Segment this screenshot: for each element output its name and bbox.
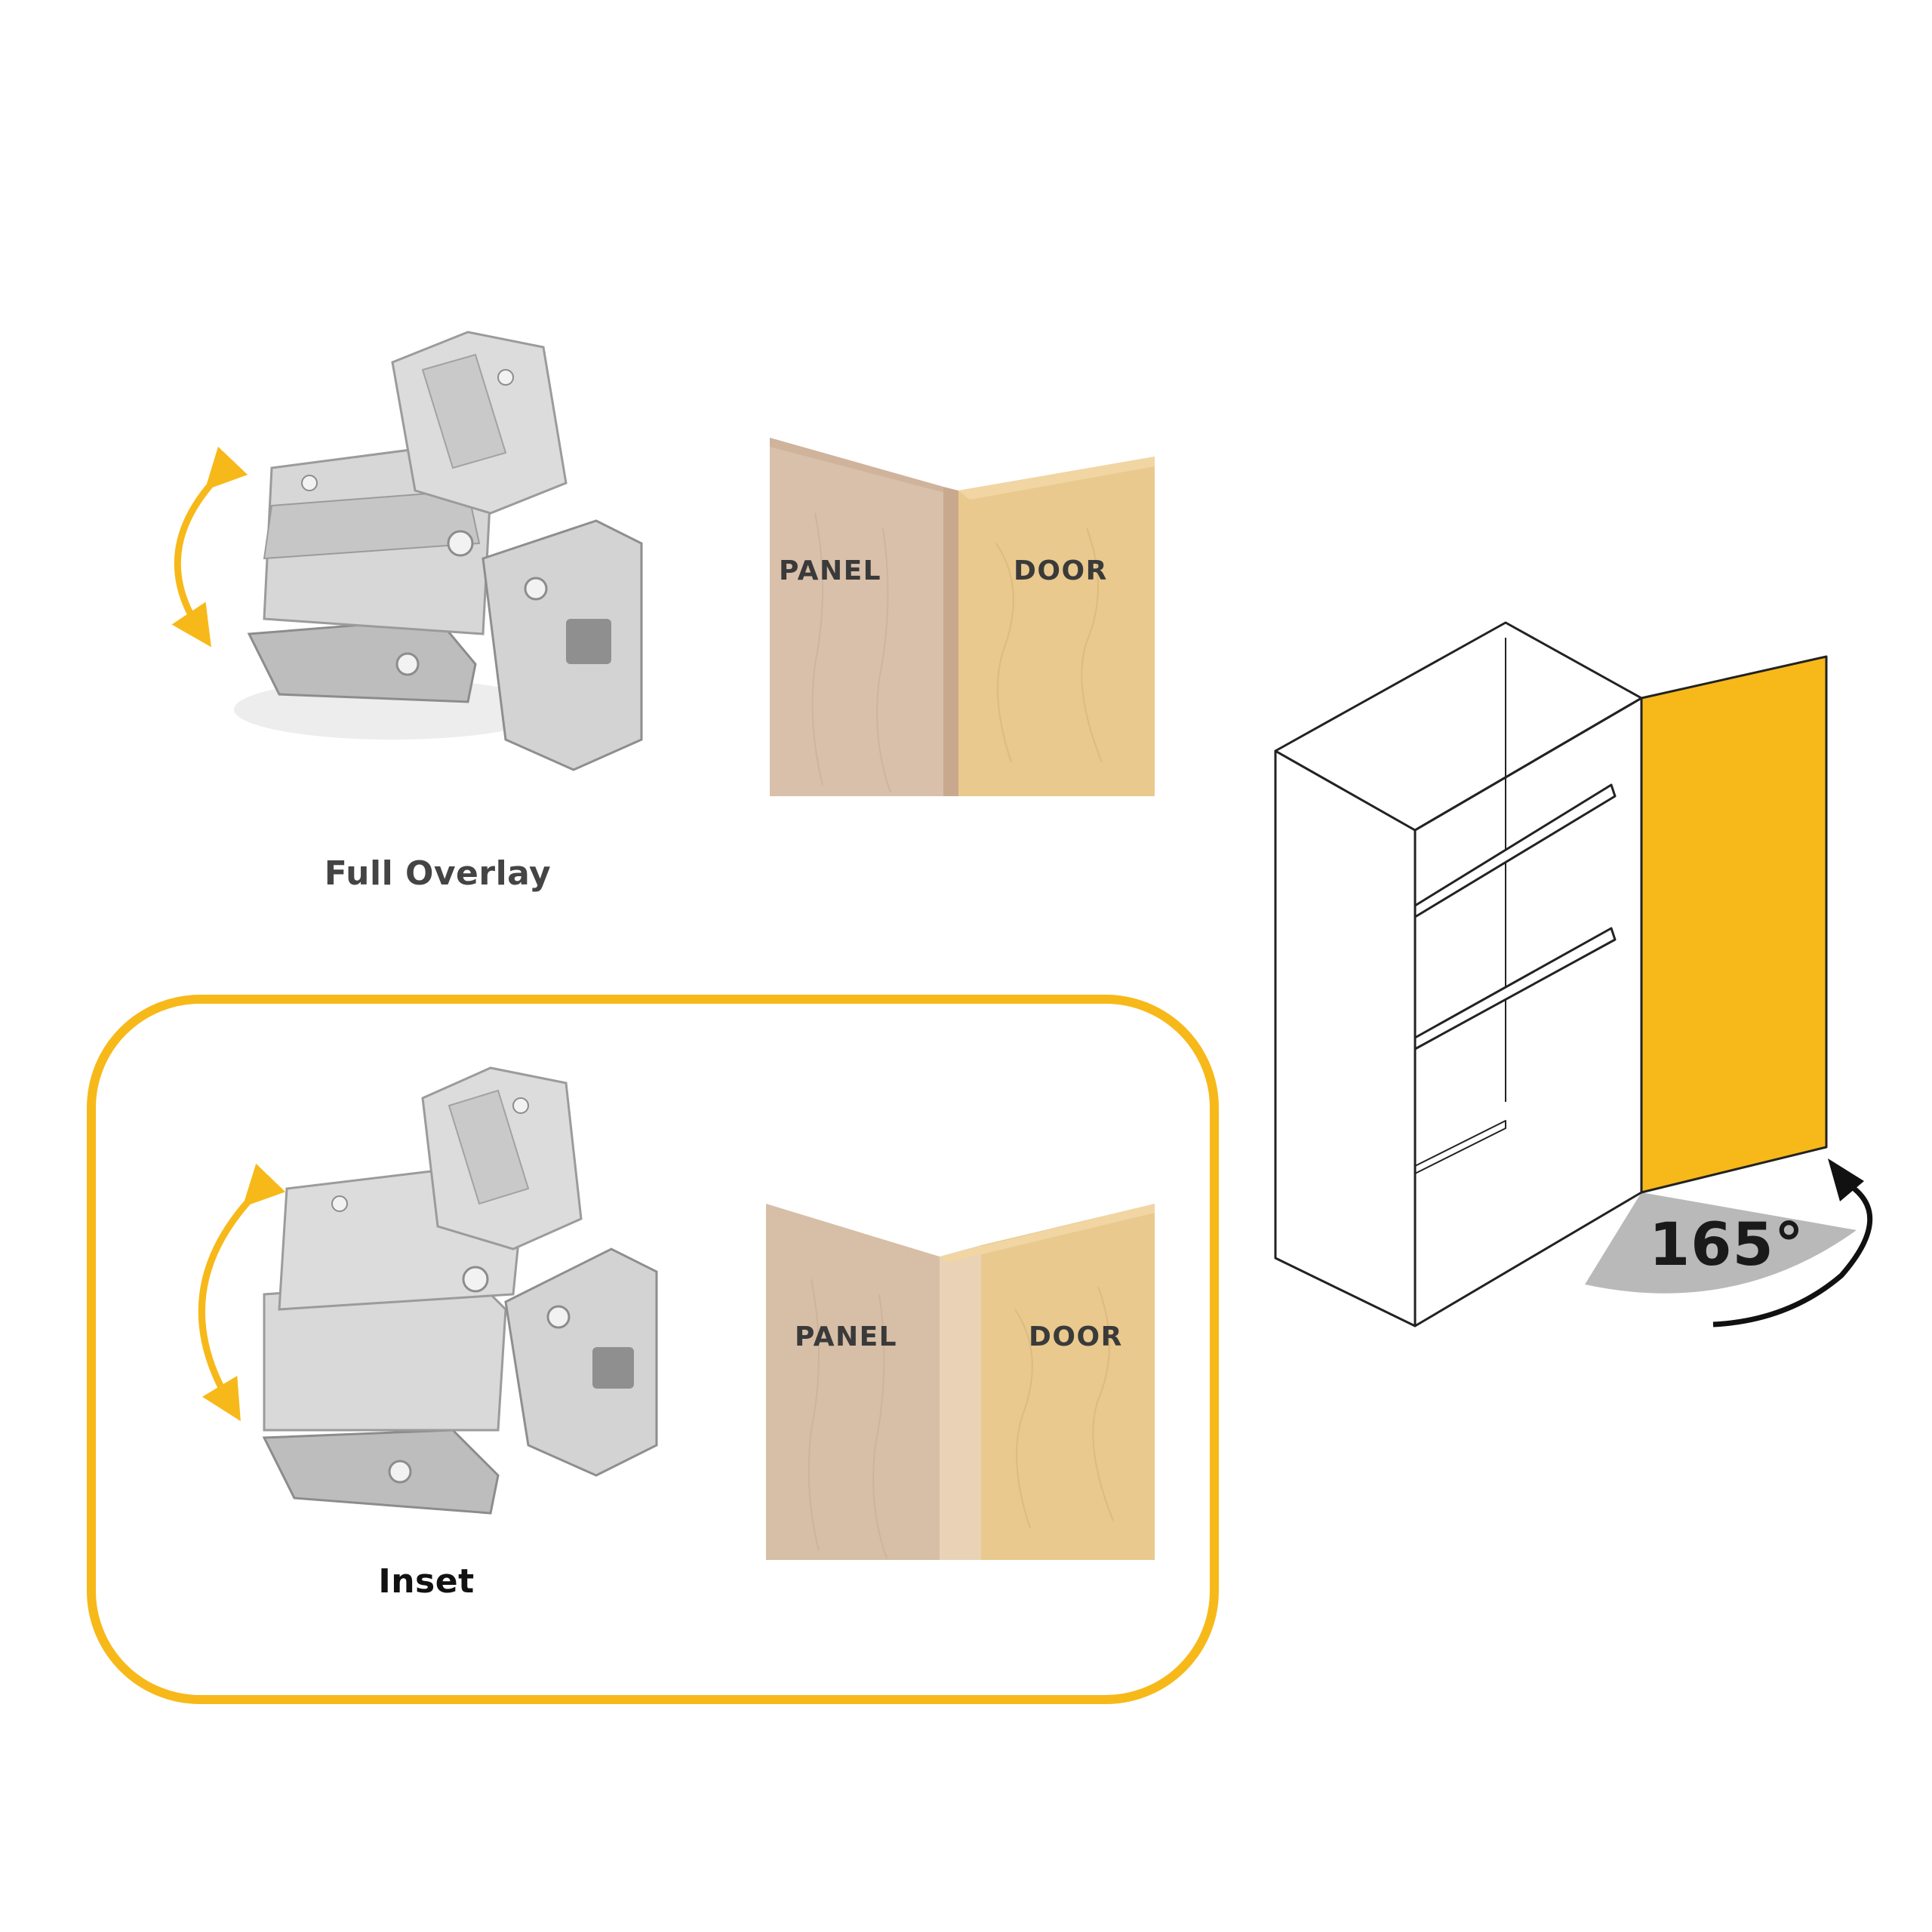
rotation-arrow-icon [1828,1158,1864,1201]
option-inset-highlight-frame [87,995,1219,1704]
opening-angle-label: 165° [1649,1211,1804,1279]
curved-double-arrow-icon [171,446,248,648]
cabinet-illustration [1274,621,1873,1327]
panel-label: PANEL [795,1321,898,1352]
option-caption: Inset [378,1562,475,1601]
door-label: DOOR [1029,1321,1123,1352]
hinge-image [262,1066,658,1515]
wood-corner-sample [770,438,1155,796]
panel-label: PANEL [779,555,882,586]
door-label: DOOR [1014,555,1108,586]
curved-double-arrow-icon [198,1163,286,1422]
hinge-image [234,331,643,771]
option-caption: Full Overlay [324,854,552,893]
wood-corner-sample [766,1204,1155,1560]
